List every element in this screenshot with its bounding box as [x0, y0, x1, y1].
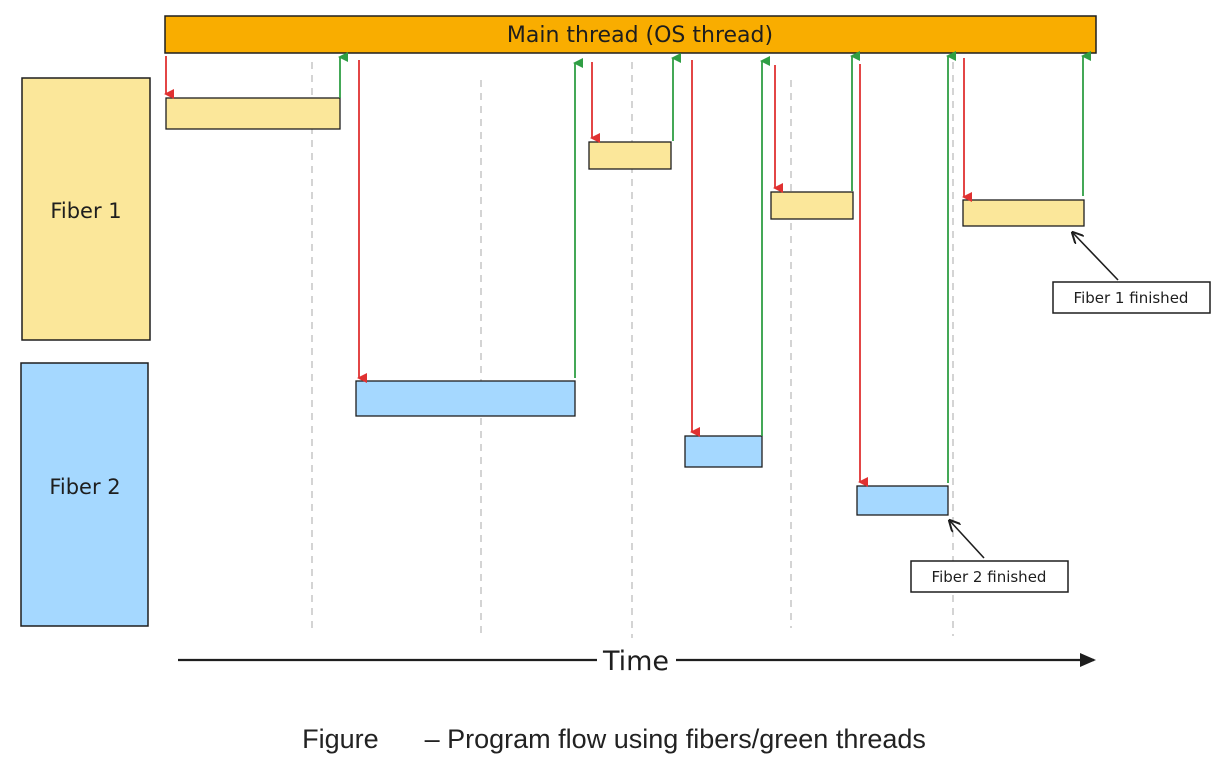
figure-caption-prefix: Figure	[302, 724, 379, 754]
fiber1-run-block	[588, 141, 672, 170]
fiber1-lane-label: Fiber 1	[50, 199, 121, 223]
fiber1-finished-label: Fiber 1 finished	[1074, 289, 1189, 307]
fiber1-lane: Fiber 1	[21, 77, 151, 341]
fiber2-finished-box	[910, 560, 1069, 593]
fiber2-finished-label: Fiber 2 finished	[932, 568, 1047, 586]
main-thread-label: Main thread (OS thread)	[507, 23, 773, 48]
fiber2-lane-label: Fiber 2	[49, 475, 120, 499]
fiber2-run-block	[856, 485, 949, 516]
fiber1-run-block	[962, 199, 1085, 227]
fiber2-blocks	[355, 380, 949, 516]
main-thread: Main thread (OS thread)	[164, 15, 1097, 54]
time-axis: Time	[178, 646, 1096, 677]
switch-in-arrows	[164, 56, 972, 487]
fiber1-run-block	[770, 191, 854, 220]
figure-caption-text: – Program flow using fibers/green thread…	[424, 724, 926, 754]
figure-caption: Figure – Program flow using fibers/green …	[0, 724, 1228, 755]
fiber1-blocks	[165, 97, 1085, 227]
main-thread-bar	[164, 15, 1097, 54]
fiber1-lane-box	[21, 77, 151, 341]
fiber1-finished-box	[1052, 281, 1211, 314]
annotation-pointer-arrow	[1073, 233, 1119, 281]
fiber2-lane: Fiber 2	[20, 362, 149, 627]
time-axis-label: Time	[602, 646, 669, 677]
fiber1-run-block	[165, 97, 341, 130]
fiber2-finished-annotation: Fiber 2 finished	[910, 521, 1069, 593]
yield-arrows	[338, 51, 1091, 483]
annotation-pointer-arrow	[950, 521, 985, 559]
fiber2-run-block	[355, 380, 576, 417]
fiber2-run-block	[684, 435, 763, 468]
fiber2-lane-box	[20, 362, 149, 627]
fiber1-finished-annotation: Fiber 1 finished	[1052, 233, 1211, 314]
